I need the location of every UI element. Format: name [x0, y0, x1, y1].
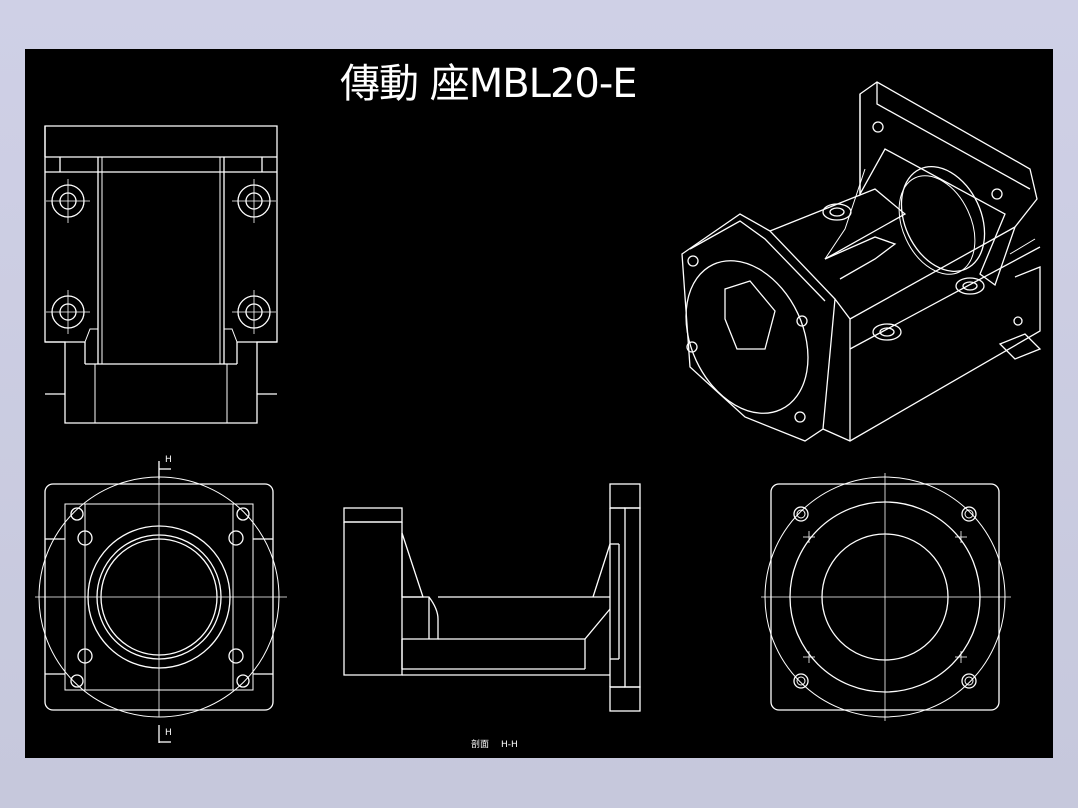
cad-drawing: 傳動 座MBL20-E — [35, 61, 1042, 750]
counterbore-hole — [46, 290, 90, 334]
section-label-top: H — [165, 455, 172, 465]
section-caption-glyph: 剖面 — [471, 738, 489, 750]
section-mark-bottom: H — [158, 725, 172, 743]
section-caption: H-H — [501, 740, 518, 750]
counterbore-hole — [232, 290, 276, 334]
counterbore-hole — [232, 179, 276, 223]
rear-view — [761, 473, 1011, 721]
drawing-sheet: 傳動 座MBL20-E — [25, 49, 1053, 758]
drawing-title: 傳動 座MBL20-E — [340, 61, 637, 107]
isometric-view — [681, 81, 1042, 442]
section-label-bottom: H — [165, 728, 172, 738]
section-mark-top: H — [158, 455, 172, 479]
counterbore-hole — [46, 179, 90, 223]
section-view: 剖面 H-H — [343, 483, 641, 750]
front-view: H H — [35, 455, 287, 743]
top-view — [44, 125, 278, 424]
